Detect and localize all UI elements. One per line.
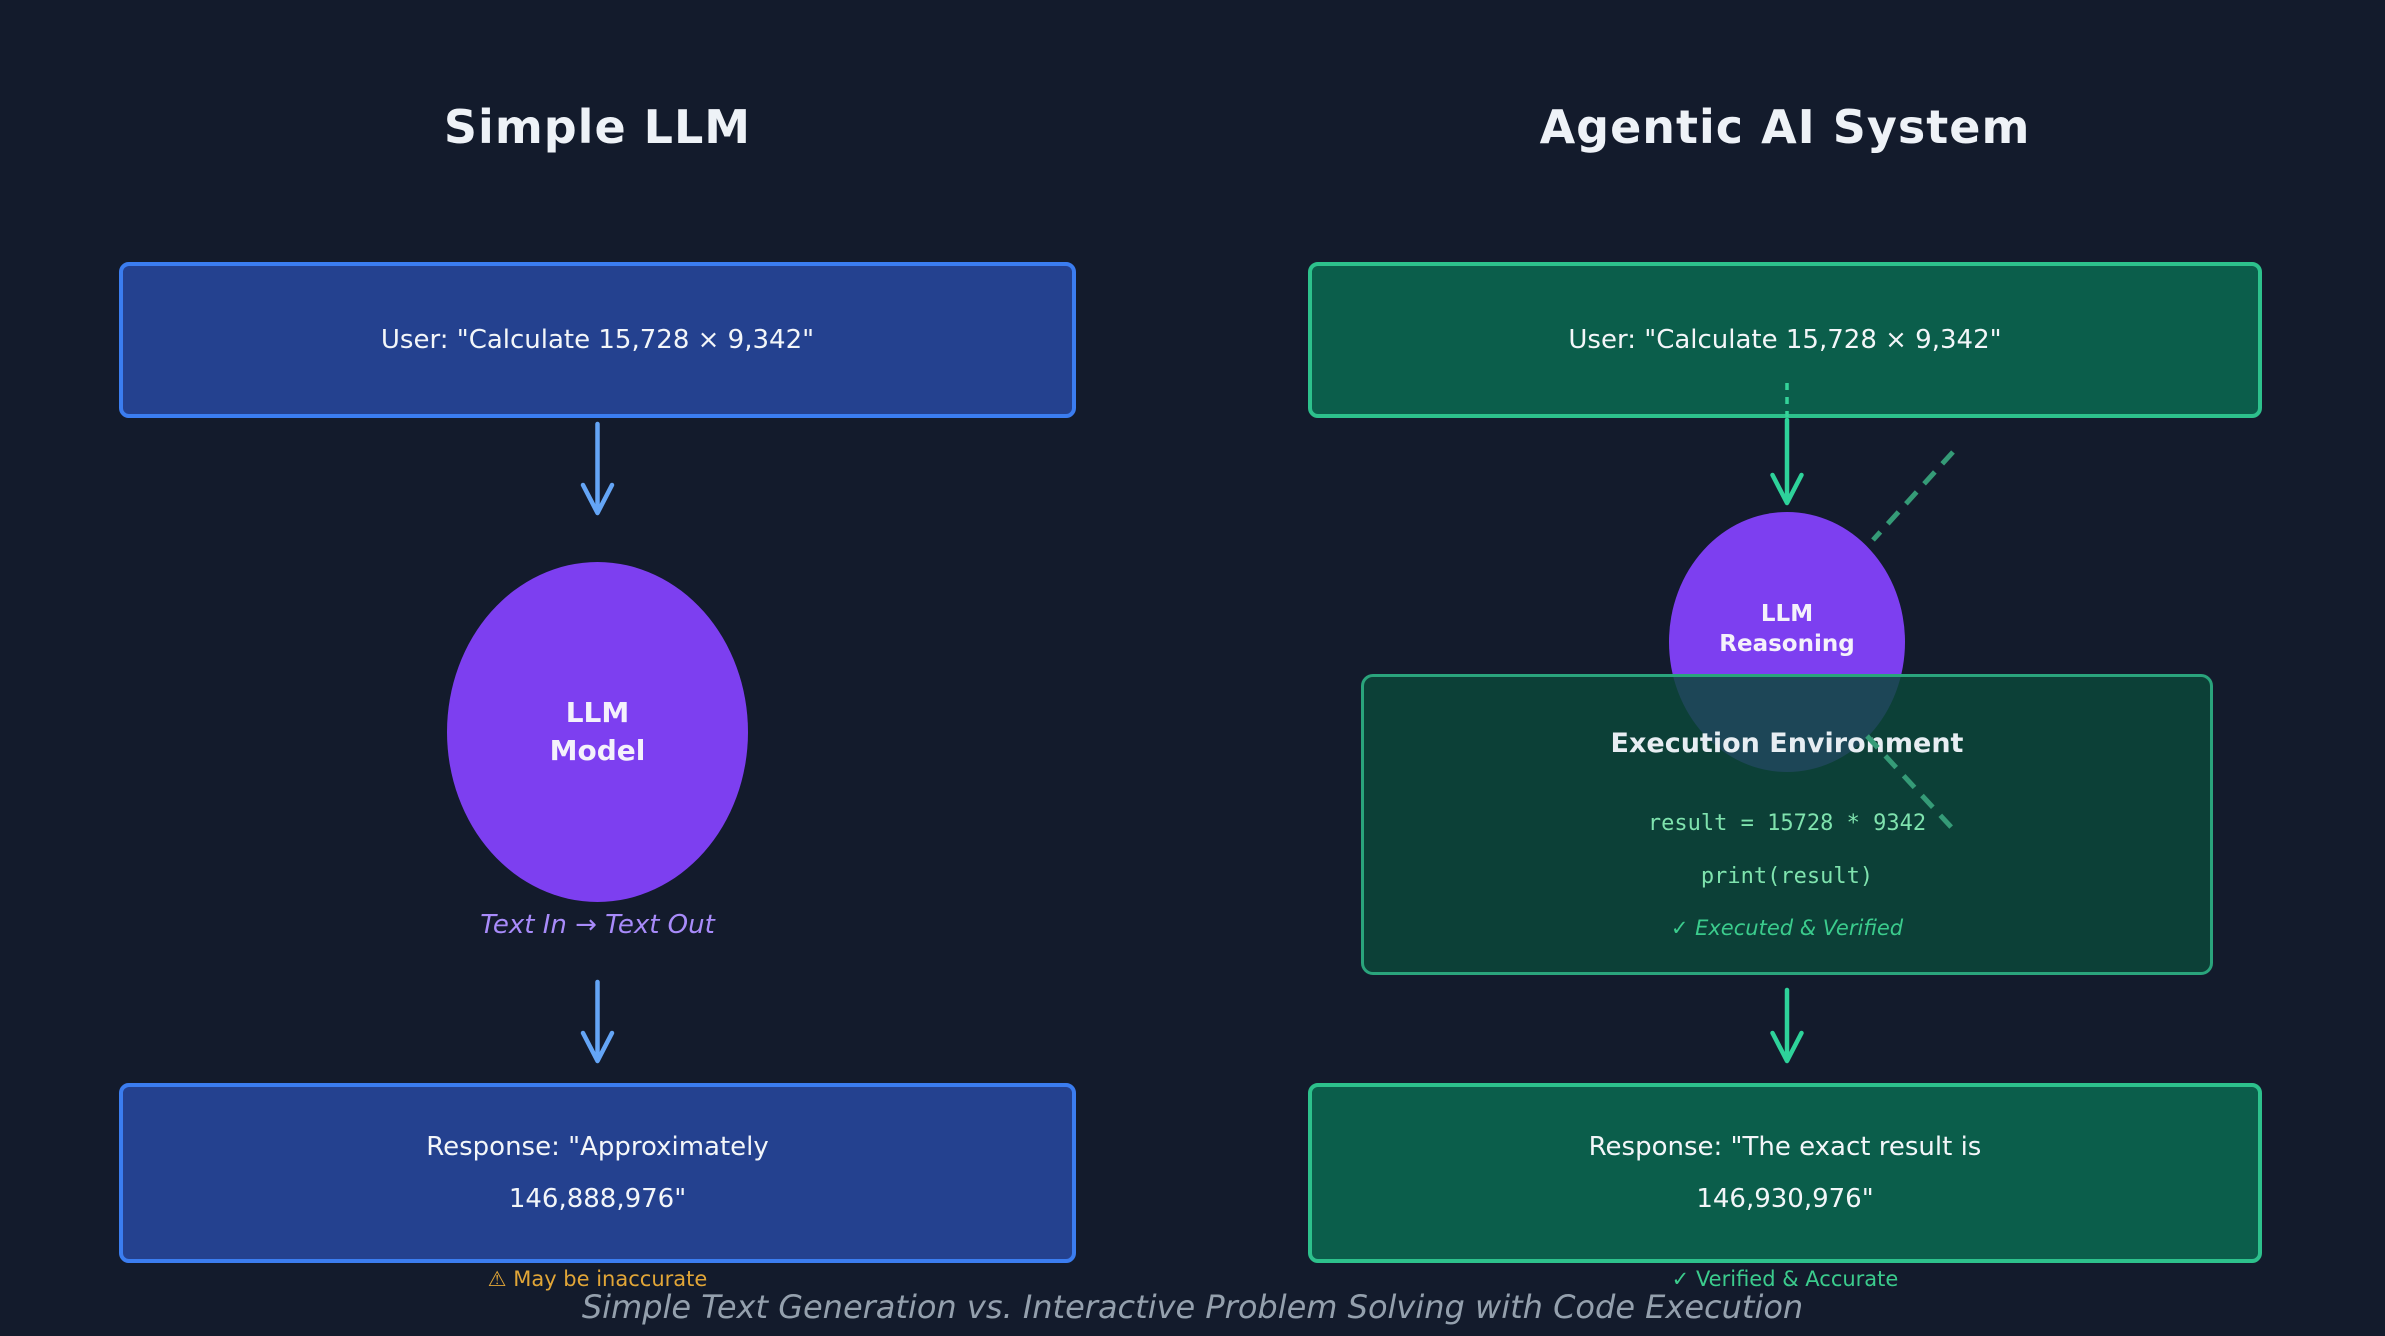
code-line-result: result = 15728 * 9342 bbox=[1647, 811, 1927, 836]
execution-environment-box: Execution Environment result = 15728 * 9… bbox=[1361, 674, 2213, 975]
left-panel-title: Simple LLM bbox=[443, 100, 752, 154]
right-user-message-box: User: "Calculate 15,728 × 9,342" bbox=[1308, 262, 2262, 418]
right-response-line2: 146,930,976" bbox=[1696, 1184, 1874, 1214]
down-arrow-icon bbox=[580, 979, 615, 1064]
llm-reasoning-label-line2: Reasoning bbox=[1719, 631, 1855, 657]
llm-reasoning-label-line1: LLM bbox=[1760, 601, 1814, 628]
llm-model-label-line1: LLM bbox=[565, 696, 630, 730]
left-user-message-text: User: "Calculate 15,728 × 9,342" bbox=[380, 325, 815, 355]
right-user-message-text: User: "Calculate 15,728 × 9,342" bbox=[1568, 325, 2002, 355]
may-be-inaccurate-note: ⚠ May be inaccurate bbox=[487, 1267, 708, 1291]
figure-caption: Simple Text Generation vs. Interactive P… bbox=[581, 1288, 1804, 1326]
right-response-line1: Response: "The exact result is bbox=[1588, 1132, 1982, 1162]
llm-model-node: LLM Model bbox=[447, 562, 748, 902]
left-user-message-box: User: "Calculate 15,728 × 9,342" bbox=[119, 262, 1076, 418]
text-in-out-caption: Text In → Text Out bbox=[480, 910, 715, 940]
llm-model-label-line2: Model bbox=[549, 734, 646, 767]
down-arrow-icon bbox=[1770, 987, 1804, 1064]
down-arrow-icon bbox=[1770, 417, 1804, 506]
right-response-box: Response: "The exact result is 146,930,9… bbox=[1308, 1083, 2262, 1263]
down-arrow-icon bbox=[580, 421, 615, 516]
right-panel-title: Agentic AI System bbox=[1539, 100, 2031, 154]
code-line-print: print(result) bbox=[1700, 864, 1874, 889]
executed-verified-status: ✓ Executed & Verified bbox=[1670, 916, 1904, 940]
left-response-box: Response: "Approximately 146,888,976" bbox=[119, 1083, 1076, 1263]
left-response-line1: Response: "Approximately bbox=[426, 1132, 769, 1162]
left-response-line2: 146,888,976" bbox=[508, 1184, 687, 1214]
verified-accurate-note: ✓ Verified & Accurate bbox=[1671, 1267, 1899, 1291]
execution-environment-title: Execution Environment bbox=[1610, 728, 1964, 759]
dashed-feedback-line-upper bbox=[1871, 450, 1955, 542]
